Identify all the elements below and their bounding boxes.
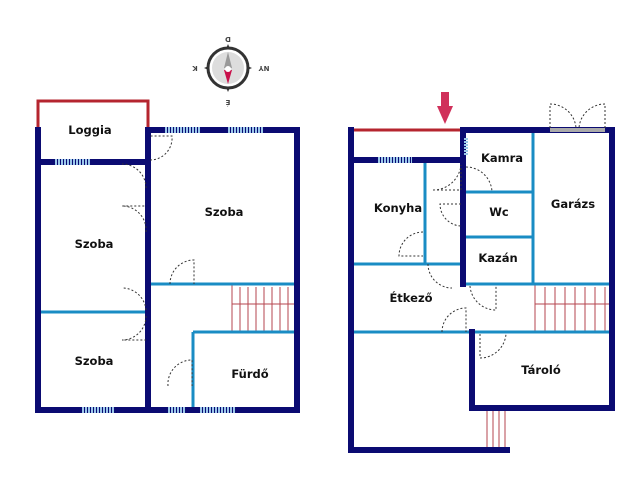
room-wc: Wc (489, 205, 509, 219)
room-kamra: Kamra (481, 151, 523, 165)
room-furdo: Fürdő (231, 367, 268, 381)
room-tarolo: Tároló (521, 363, 561, 377)
room-szoba-3: Szoba (75, 354, 114, 368)
entrance-arrow-icon (437, 92, 453, 124)
left-unit: Loggia Szoba Szoba Szoba Fürdő (35, 99, 300, 413)
compass-top: D (225, 35, 231, 43)
room-konyha: Konyha (374, 201, 422, 215)
room-szoba-1: Szoba (205, 205, 244, 219)
compass-right: NY (258, 64, 270, 72)
room-kazan: Kazán (478, 251, 517, 265)
compass: D É K NY (192, 35, 270, 107)
room-garazs: Garázs (551, 197, 595, 211)
right-unit: Konyha Kamra Wc Kazán Garázs Étkező Táro… (348, 103, 615, 453)
compass-bottom: É (225, 98, 230, 107)
compass-needle-icon (224, 52, 232, 68)
room-szoba-2: Szoba (75, 237, 114, 251)
room-etkezo: Étkező (389, 290, 432, 305)
compass-left: K (192, 64, 198, 72)
room-loggia: Loggia (68, 123, 111, 137)
